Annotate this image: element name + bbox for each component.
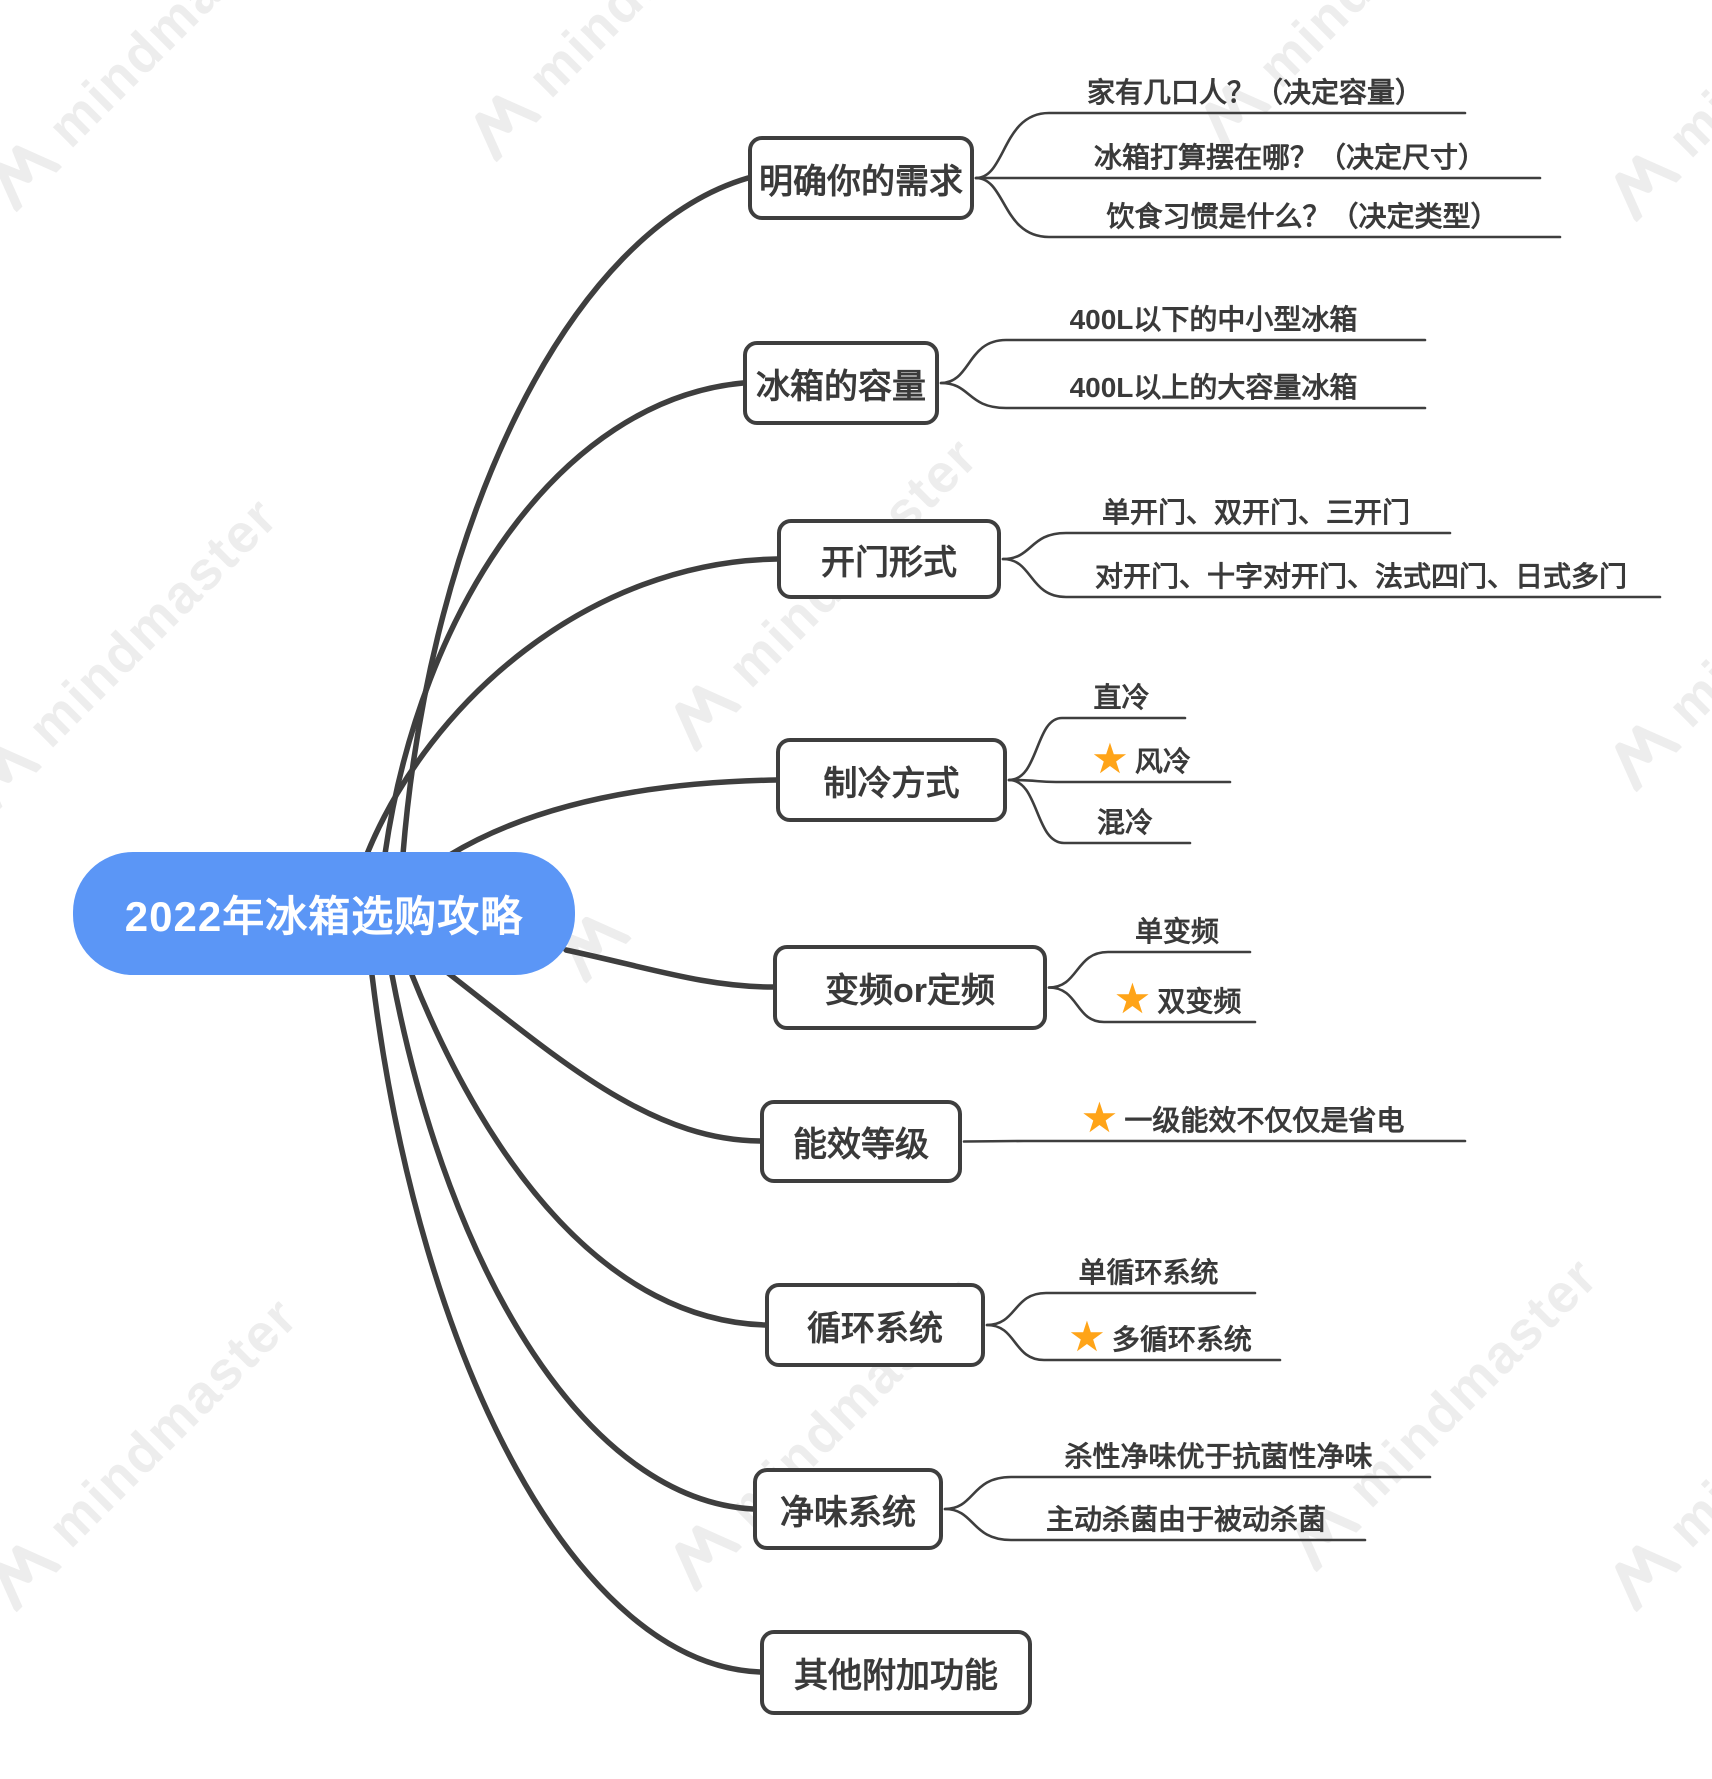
subtopic-node[interactable]: 400L以上的大容量冰箱 [1002, 363, 1425, 404]
mindmaster-logo-icon [1615, 725, 1682, 793]
connector [445, 777, 779, 859]
subtopic-label: 400L以上的大容量冰箱 [1069, 371, 1358, 403]
watermark: mindmaster [1188, 0, 1520, 157]
connector [962, 1139, 1467, 1143]
connector [445, 970, 763, 1144]
subtopic-label: 冰箱打算摆在哪？（决定尺寸） [1093, 141, 1486, 173]
watermark: mindmaster [658, 425, 990, 757]
mindmaster-logo-icon [675, 1525, 742, 1593]
watermark: mindmaster [1598, 465, 1712, 797]
connector [1047, 986, 1257, 1024]
subtopic-node[interactable]: 单循环系统 [1042, 1248, 1255, 1289]
watermark: mindmaster [658, 1265, 990, 1597]
watermark: mindmaster [0, 1285, 310, 1617]
mindmaster-logo-icon [0, 1545, 62, 1613]
subtopic-label: 多循环系统 [1111, 1323, 1252, 1355]
subtopic-node[interactable]: 直冷 [1058, 673, 1185, 714]
central-topic[interactable]: 2022年冰箱选购攻略 [73, 852, 575, 975]
subtopic-node[interactable]: ★一级能效不仅仅是省电 [1020, 1094, 1465, 1142]
main-topic-7[interactable]: 循环系统 [765, 1283, 985, 1367]
subtopic-label: 风冷 [1134, 745, 1191, 777]
connector [1001, 557, 1662, 599]
subtopic-label: 单循环系统 [1078, 1256, 1219, 1288]
watermark: mindmaster [0, 485, 290, 817]
star-icon: ★ [1068, 1313, 1106, 1361]
star-icon: ★ [1080, 1094, 1119, 1142]
subtopic-node[interactable]: 混冷 [1060, 798, 1190, 839]
mindmaster-logo-icon [475, 95, 542, 163]
connector [369, 972, 763, 1675]
main-topic-2[interactable]: 冰箱的容量 [743, 341, 939, 425]
mindmaster-logo-icon [0, 745, 42, 813]
subtopic-node[interactable]: 400L以下的中小型冰箱 [1002, 295, 1425, 336]
watermark: mindmaster [1598, 0, 1712, 227]
star-icon: ★ [1091, 735, 1129, 783]
connector [382, 380, 746, 857]
star-icon: ★ [1113, 975, 1152, 1023]
watermark: mindmaster [1598, 1285, 1712, 1617]
connector [985, 1323, 1282, 1362]
subtopic-node[interactable]: 单变频 [1104, 907, 1250, 948]
subtopic-node[interactable]: ★多循环系统 [1040, 1313, 1280, 1361]
connector [1007, 778, 1232, 784]
subtopic-label: 主动杀菌由于被动杀菌 [1045, 1503, 1326, 1535]
subtopic-label: 双变频 [1157, 985, 1242, 1017]
main-topic-3[interactable]: 开门形式 [777, 519, 1001, 599]
connector [400, 175, 751, 857]
connector [1007, 716, 1187, 782]
connector [1047, 950, 1252, 989]
main-topic-4[interactable]: 制冷方式 [776, 738, 1007, 822]
subtopic-node[interactable]: 对开门、十字对开门、法式四门、日式多门 [1062, 552, 1660, 593]
subtopic-label: 单变频 [1134, 915, 1219, 947]
mindmaster-logo-icon [1615, 155, 1682, 223]
connector [943, 1507, 1367, 1542]
subtopic-label: 混冷 [1096, 806, 1153, 838]
connector [563, 947, 776, 990]
connector [1001, 531, 1452, 561]
main-topic-6[interactable]: 能效等级 [760, 1100, 962, 1183]
subtopic-label: 单开门、双开门、三开门 [1101, 496, 1410, 528]
subtopic-node[interactable]: 主动杀菌由于被动杀菌 [1007, 1495, 1365, 1536]
subtopic-label: 对开门、十字对开门、法式四门、日式多门 [1094, 560, 1627, 592]
subtopic-label: 400L以下的中小型冰箱 [1069, 303, 1358, 335]
watermark: mindmaster [0, 0, 310, 217]
subtopic-node[interactable]: 杀性净味优于抗菌性净味 [1007, 1432, 1430, 1473]
main-topic-1[interactable]: 明确你的需求 [748, 136, 974, 220]
subtopic-node[interactable]: ★双变频 [1100, 975, 1255, 1023]
subtopic-node[interactable]: 单开门、双开门、三开门 [1062, 488, 1450, 529]
mindmaster-logo-icon [675, 685, 742, 753]
subtopic-label: 饮食习惯是什么？（决定类型） [1106, 200, 1499, 232]
subtopic-node[interactable]: 冰箱打算摆在哪？（决定尺寸） [1040, 133, 1540, 174]
connector [409, 972, 768, 1328]
subtopic-node[interactable]: ★风冷 [1052, 735, 1230, 783]
main-topic-8[interactable]: 净味系统 [753, 1468, 943, 1550]
main-topic-5[interactable]: 变频or定频 [773, 945, 1047, 1030]
connector [364, 556, 780, 857]
main-topic-9[interactable]: 其他附加功能 [760, 1630, 1032, 1715]
subtopic-node[interactable]: 饮食习惯是什么？（决定类型） [1045, 192, 1560, 233]
connector [939, 338, 1427, 385]
connector [1007, 778, 1192, 845]
mindmaster-logo-icon [1205, 85, 1272, 153]
connector [389, 972, 756, 1512]
subtopic-label: 直冷 [1093, 681, 1150, 713]
mindmaster-logo-icon [1615, 1545, 1682, 1613]
connector [974, 111, 1467, 180]
mindmaster-logo-icon [0, 145, 62, 213]
subtopic-label: 家有几口人？（决定容量） [1086, 76, 1423, 108]
connector [974, 176, 1562, 239]
subtopic-label: 杀性净味优于抗菌性净味 [1064, 1440, 1373, 1472]
watermark: mindmaster [458, 0, 790, 167]
connector [985, 1291, 1257, 1327]
connector [943, 1475, 1432, 1511]
connector [939, 381, 1427, 410]
subtopic-node[interactable]: 家有几口人？（决定容量） [1045, 68, 1465, 109]
subtopic-label: 一级能效不仅仅是省电 [1124, 1104, 1405, 1136]
